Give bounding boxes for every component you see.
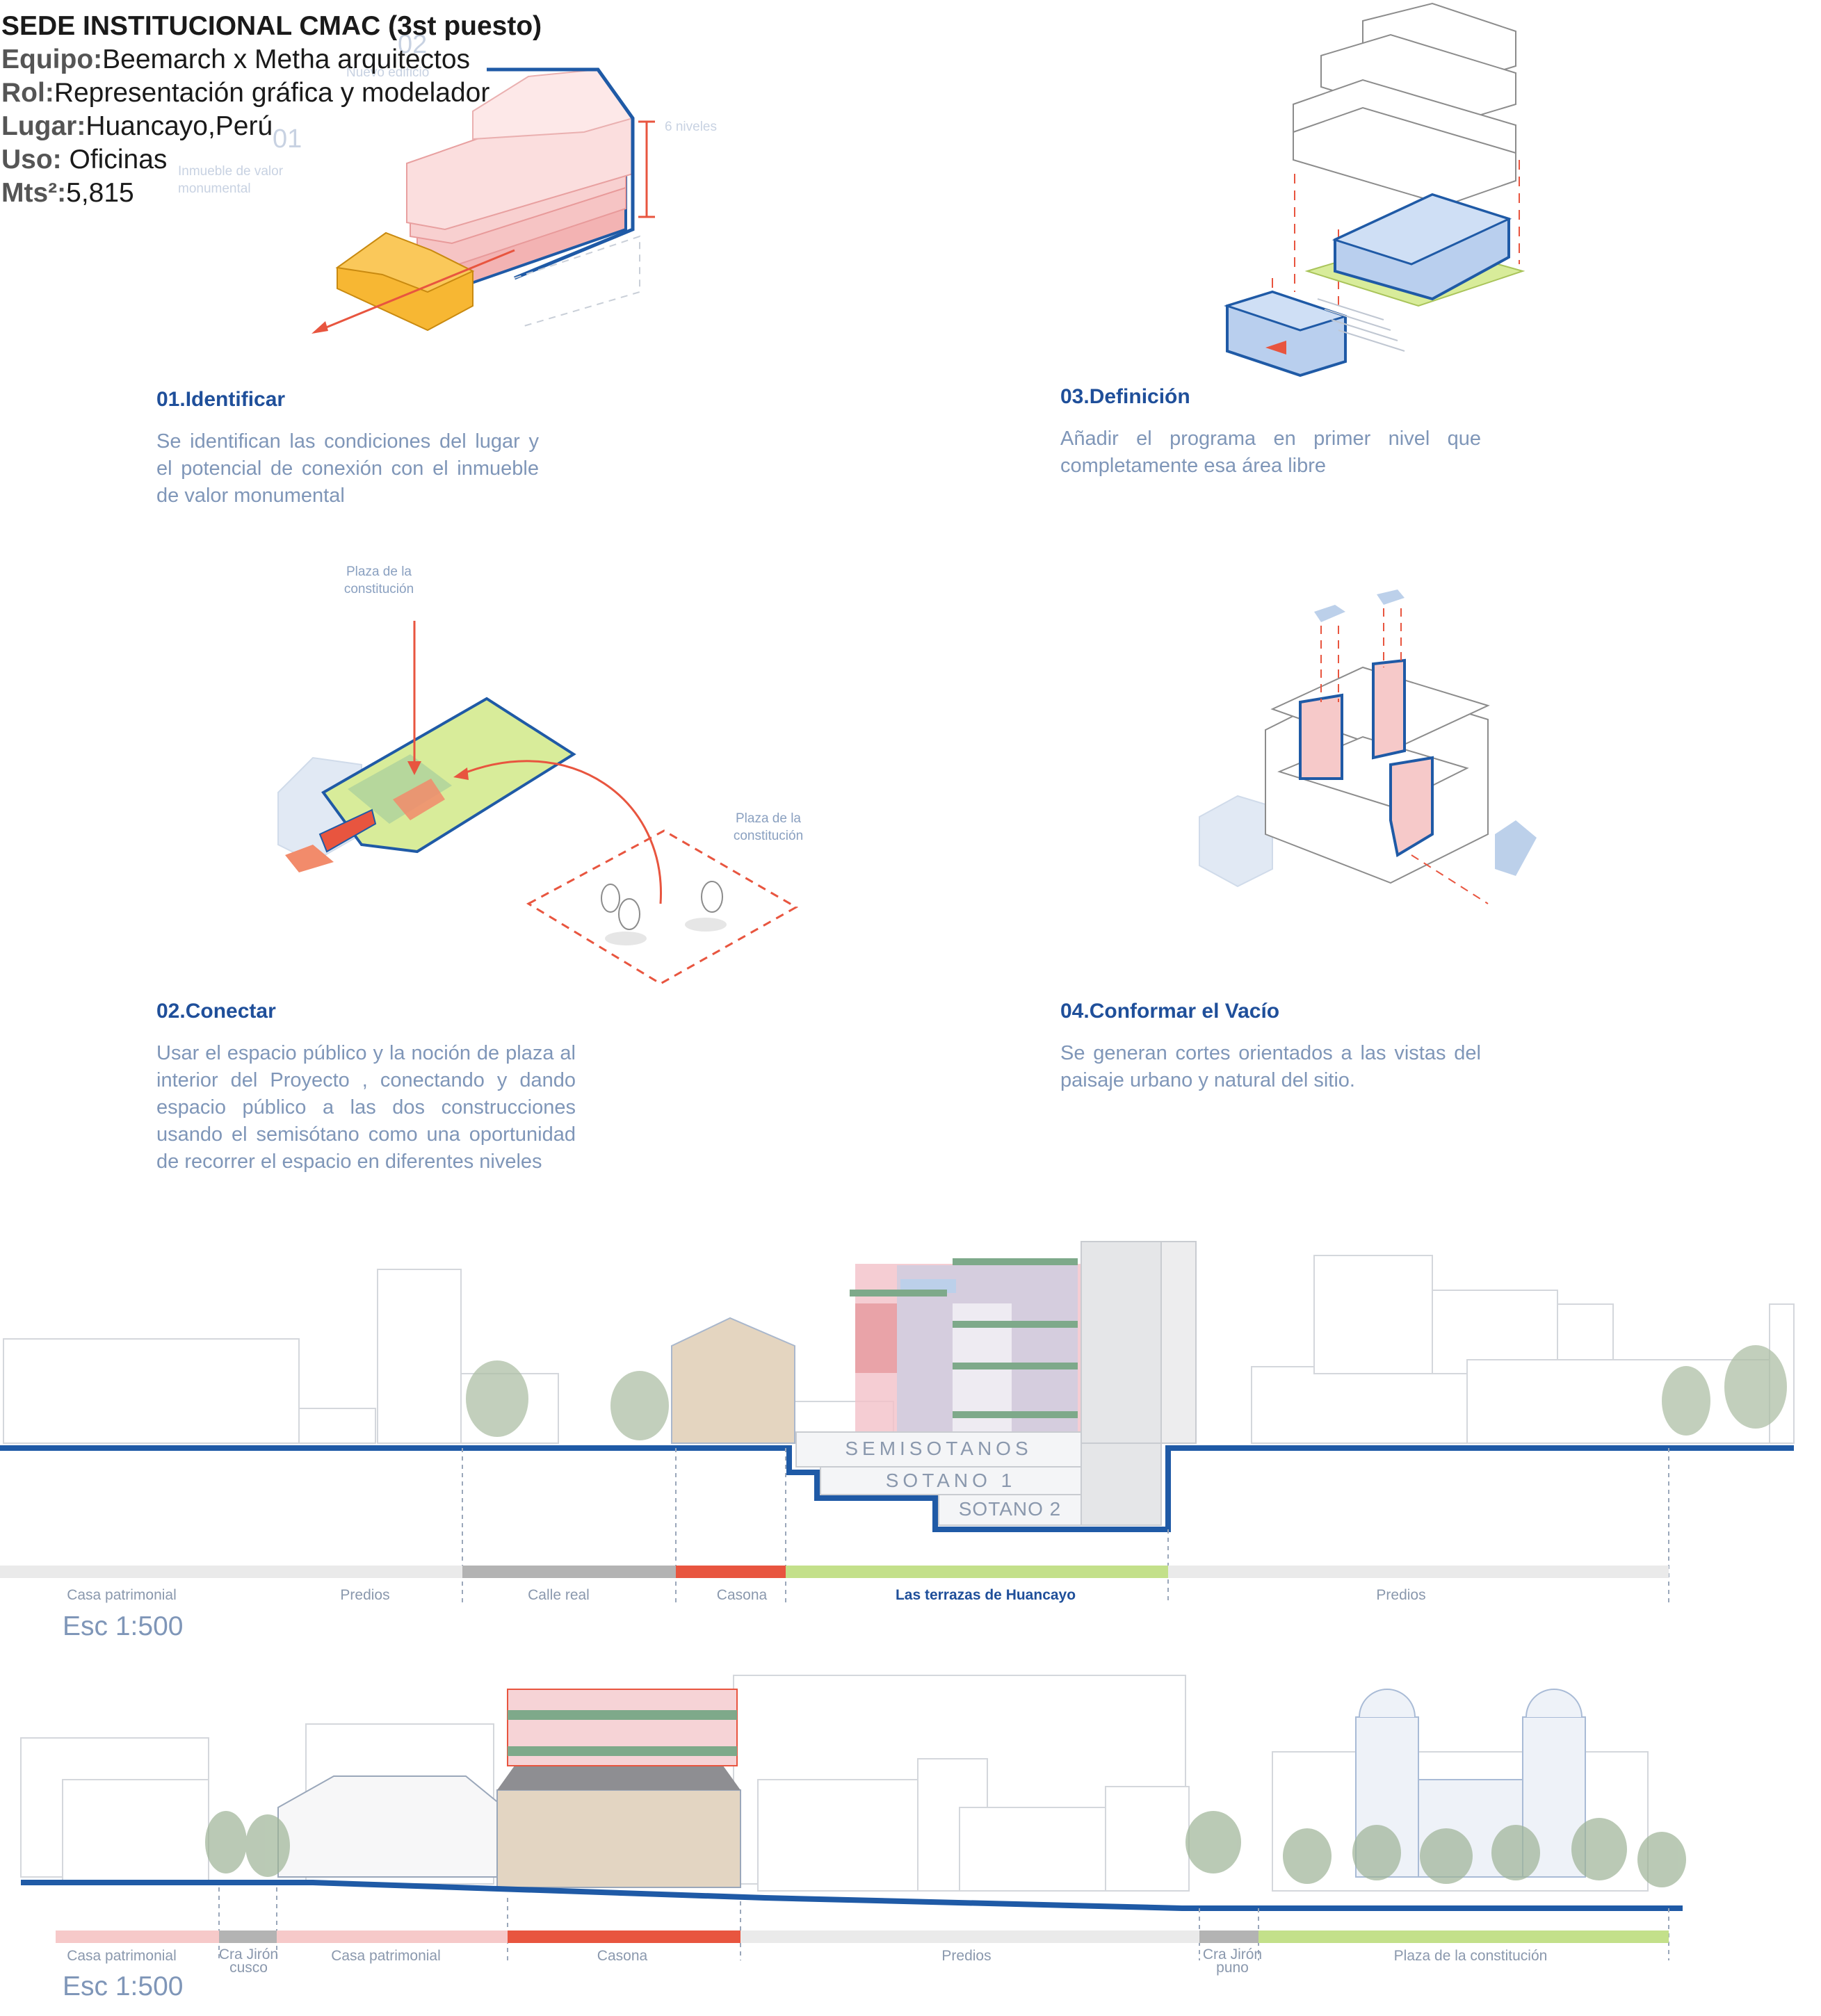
step-02-body: Usar el espacio público y la noción de p…	[156, 1042, 576, 1173]
s1-zone-predios-b: Predios	[1376, 1587, 1426, 1603]
diagram-conformar	[1199, 590, 1537, 904]
role-line: Rol:Representación gráfica y modelador	[1, 78, 490, 108]
step-04-body: Se generan cortes orientados a las vista…	[1060, 1042, 1481, 1091]
step-03-title: 03.Definición	[1060, 385, 1190, 408]
label-levels: 6 niveles	[665, 120, 717, 134]
s2-zone-plaza: Plaza de la constitución	[1393, 1948, 1548, 1964]
s2-zone-jiron-cusco: Cra Jirón cusco	[218, 1946, 279, 1976]
s2-zone-casa-patrimonial-b: Casa patrimonial	[331, 1948, 441, 1964]
s2-zone-jiron-puno: Cra Jirón puno	[1202, 1946, 1263, 1976]
step-03-body: Añadir el programa en primer nivel que c…	[1060, 428, 1481, 477]
label-new-building: Nuevo edificio	[346, 65, 430, 80]
team-line: Equipo:Beemarch x Metha arquitectos	[1, 44, 471, 74]
level-sotano-1: SOTANO 1	[885, 1470, 1017, 1491]
step-02-title: 02.Conectar	[156, 1000, 276, 1023]
diagram-definicion	[1224, 2, 1525, 377]
label-plaza-right: Plaza de la constitución	[733, 811, 804, 843]
section-1	[0, 1241, 1795, 1602]
area-line: Mts²:5,815	[1, 178, 134, 208]
label-plaza-top: Plaza de la constitución	[343, 564, 414, 596]
s2-zone-casona: Casona	[597, 1948, 648, 1964]
use-line: Uso: Oficinas	[1, 145, 168, 174]
level-sotano-2: SOTANO 2	[958, 1498, 1062, 1520]
level-semisotanos: SEMISOTANOS	[845, 1438, 1033, 1459]
step-01-title: 01.Identificar	[156, 388, 286, 411]
step-01-body: Se identifican las condiciones del lugar…	[156, 430, 539, 507]
s1-zone-casona: Casona	[716, 1587, 768, 1603]
s1-zone-terrazas: Las terrazas de Huancayo	[895, 1587, 1076, 1603]
s2-scale: Esc 1:500	[63, 1972, 184, 2001]
s2-zone-casa-patrimonial-a: Casa patrimonial	[67, 1948, 177, 1964]
diagram-conectar	[277, 621, 799, 985]
step-04-title: 04.Conformar el Vacío	[1060, 1000, 1280, 1023]
s1-zone-calle-real: Calle real	[528, 1587, 590, 1603]
s1-scale: Esc 1:500	[63, 1611, 184, 1641]
label-01: 01	[273, 124, 302, 154]
s1-zone-predios-a: Predios	[340, 1587, 390, 1603]
place-line: Lugar:Huancayo,Perú	[1, 111, 273, 141]
project-title: SEDE INSTITUCIONAL CMAC (3st puesto)	[1, 11, 542, 41]
label-02: 02	[398, 30, 428, 59]
monument-volume	[335, 231, 475, 332]
diagram-identificar	[311, 67, 655, 334]
new-building-volume	[406, 67, 640, 327]
section-2	[20, 1675, 1686, 1960]
s1-zone-casa-patrimonial: Casa patrimonial	[67, 1587, 177, 1603]
label-monument: Inmueble de valor monumental	[178, 164, 284, 196]
s2-zone-predios: Predios	[941, 1948, 992, 1964]
